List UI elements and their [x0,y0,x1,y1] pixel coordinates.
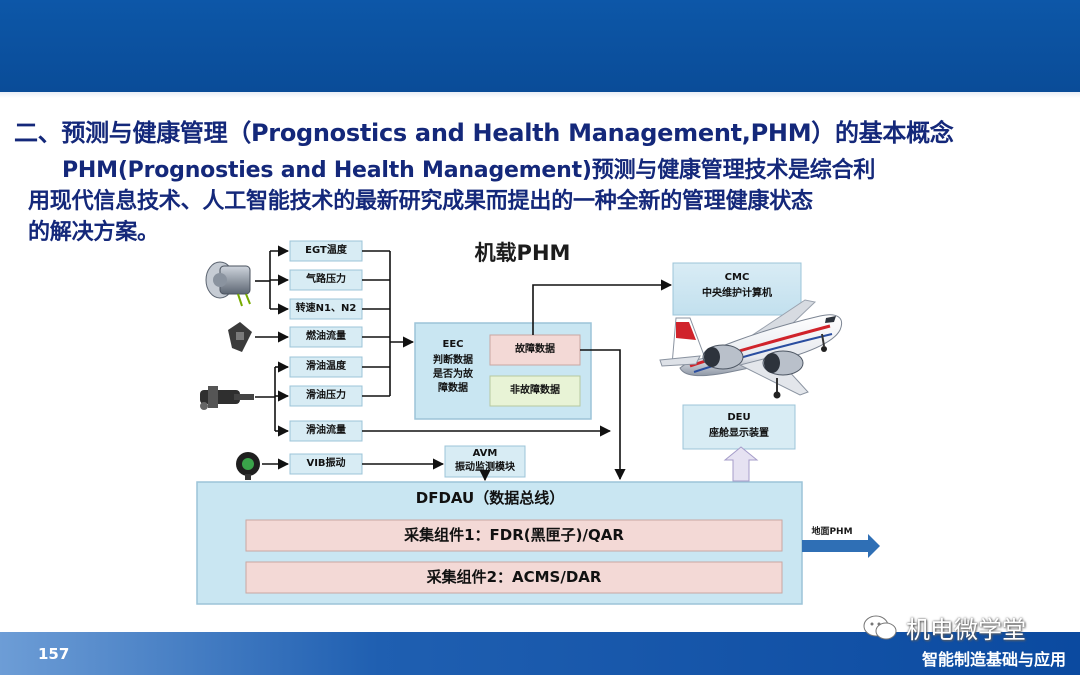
wechat-icon [863,615,897,639]
dfdau-comp1-label: 采集组件1：FDR(黑匣子)/QAR [404,526,624,545]
airplane-illustration [659,299,843,399]
sensor-label-egt: EGT温度 [305,244,347,256]
dfdau-comp2-label: 采集组件2：ACMS/DAR [426,568,602,587]
paragraph-line-1: PHM(Prognosties and Health Management)预测… [62,158,876,183]
watermark: 机电微学堂 [862,610,1026,645]
sensor-label-speed: 转速N1、N2 [295,302,357,314]
deu-arrow [723,446,759,482]
cmc-title: CMC [724,271,750,283]
deu-box [682,404,796,450]
avm-desc: 振动监测模块 [455,461,515,473]
paragraph-line-3: 的解决方案。 [28,220,159,245]
eec-nonfault-label: 非故障数据 [510,384,560,396]
ground-phm-arrow [802,534,880,558]
deu-title: DEU [727,411,751,423]
avm-title: AVM [472,447,498,459]
page-number: 157 [38,645,70,663]
oil-pump-icon [200,386,254,410]
dfdau-title: DFDAU（数据总线） [415,488,565,507]
sensor-label-oil-temp: 滑油温度 [306,360,346,372]
top-banner [0,0,1080,92]
eec-desc-line-2: 是否为故 [433,368,473,380]
sensor-label-gas-pressure: 气路压力 [306,273,346,285]
eec-fault-label: 故障数据 [515,343,555,355]
eec-title: EEC [442,338,464,350]
bottom-banner [0,632,1080,675]
vib-sensor-icon [236,452,260,480]
deu-desc: 座舱显示装置 [709,427,769,439]
engine-icon [205,261,251,307]
eec-desc-line-1: 判断数据 [433,354,473,366]
slide-heading: 二、预测与健康管理（Prognostics and Health Managem… [14,119,954,147]
paragraph-line-2: 用现代信息技术、人工智能技术的最新研究成果而提出的一种全新的管理健康状态 [28,189,813,214]
footer-org: 智能制造基础与应用 [921,650,1066,669]
sensor-label-fuel-flow: 燃油流量 [306,330,346,342]
banner-divider [0,92,1080,98]
connector-lines [255,245,673,482]
ground-phm-label: 地面PHM [811,526,853,537]
eec-nonfault-box [489,375,581,407]
diagram-title: 机载PHM [474,240,571,265]
dfdau-comp1-box [245,519,783,552]
cmc-desc: 中央维护计算机 [702,287,772,299]
dfdau-comp2-box [245,561,783,594]
sensor-label-vib: VIB振动 [306,457,346,469]
watermark-text: 机电微学堂 [906,616,1026,644]
eec-desc-line-3: 障数据 [438,382,468,394]
intro-paragraph: PHM(Prognosties and Health Management)预测… [28,155,1028,248]
cmc-box [672,262,802,316]
eec-fault-box [489,334,581,366]
sensor-label-oil-flow: 滑油流量 [306,424,346,436]
fuel-component-icon [228,322,252,352]
sensor-label-oil-pressure: 滑油压力 [306,389,346,401]
